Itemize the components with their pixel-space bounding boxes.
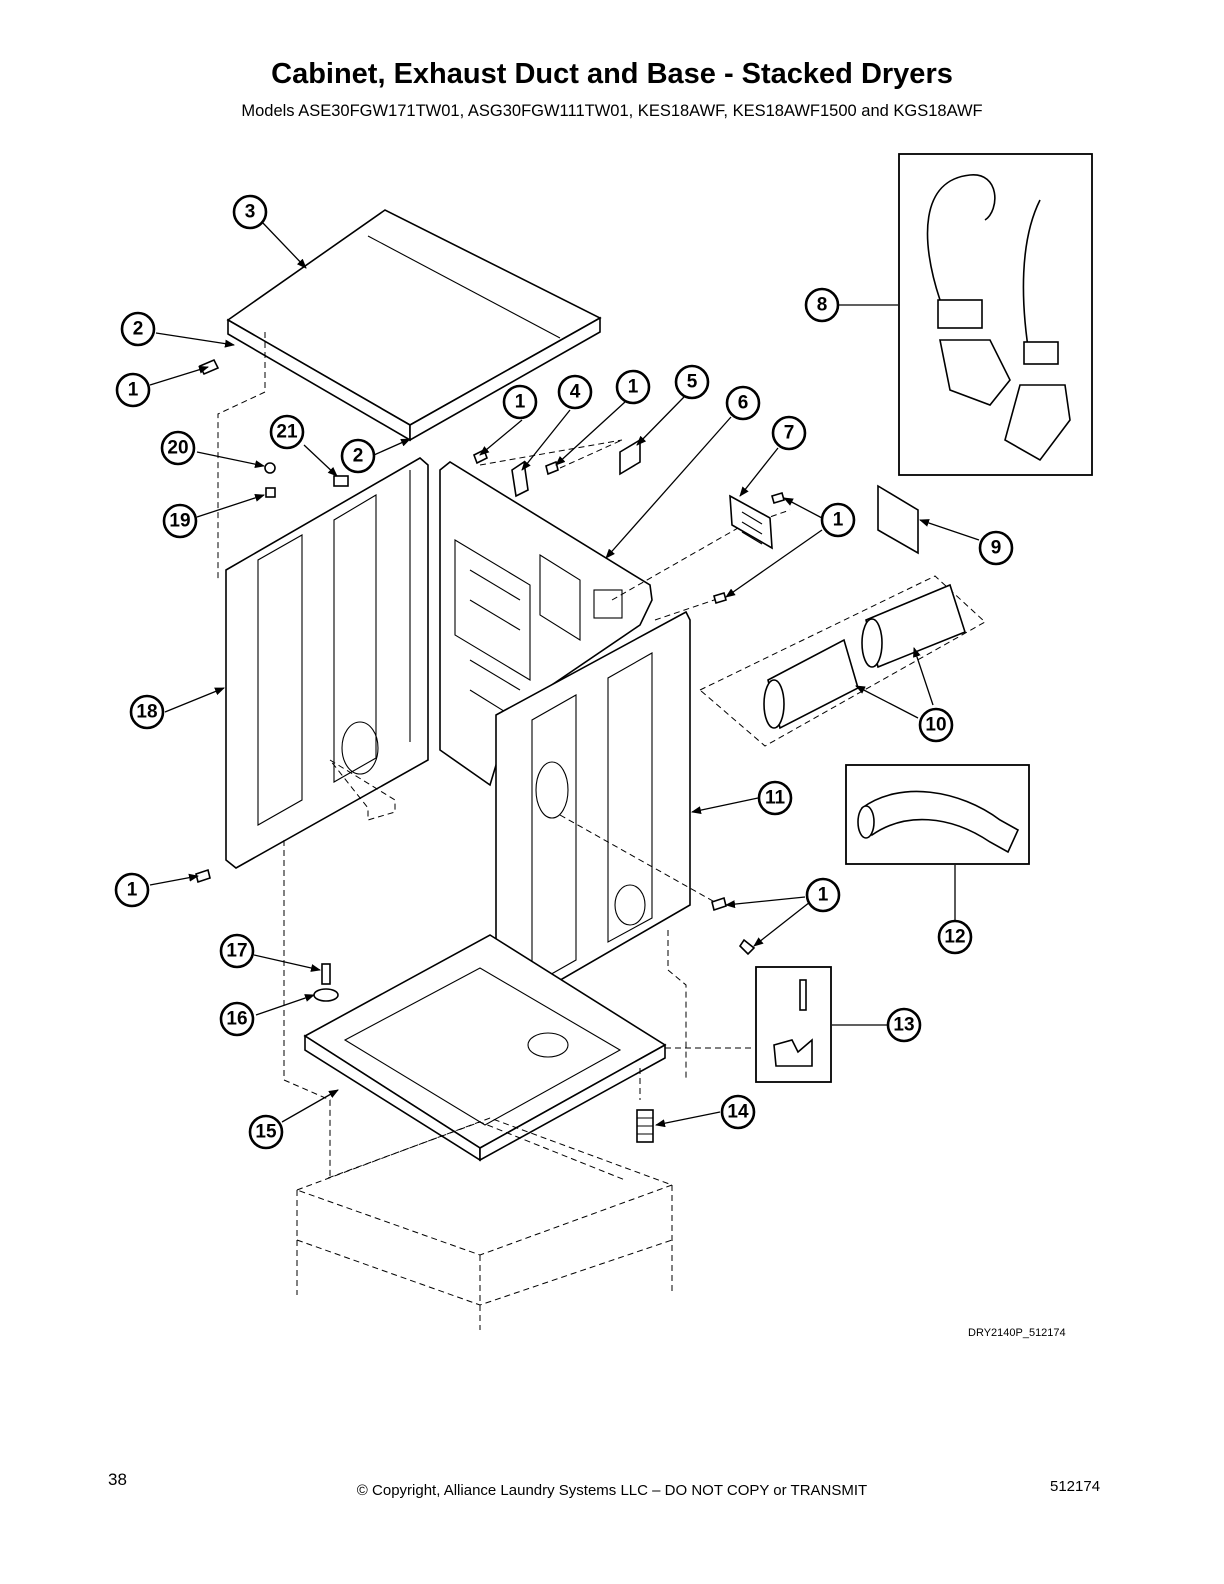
leveling-leg-part (636, 1109, 654, 1143)
callout-1-rear-b: 1 (615, 369, 651, 405)
svg-text:18: 18 (136, 702, 157, 723)
svg-text:5: 5 (687, 372, 698, 393)
flex-duct-box (845, 764, 1030, 865)
svg-text:2: 2 (353, 446, 364, 467)
lower-unit-outline (295, 1117, 674, 1330)
svg-text:10: 10 (925, 715, 946, 736)
svg-text:1: 1 (128, 380, 139, 401)
callout-14: 14 (720, 1094, 756, 1130)
rear-panel-part (439, 461, 653, 787)
callout-16: 16 (219, 1001, 255, 1037)
svg-text:4: 4 (570, 382, 581, 403)
document-number: 512174 (1050, 1478, 1101, 1495)
label-plate-5 (619, 438, 641, 476)
leader-lines (149, 221, 980, 1128)
assembly-guide-lines (217, 332, 986, 1180)
callout-2-top-left: 2 (120, 311, 156, 347)
svg-text:20: 20 (167, 438, 188, 459)
callout-1-bottom-left: 1 (114, 872, 150, 908)
page-title: Cabinet, Exhaust Duct and Base - Stacked… (271, 58, 953, 90)
mounting-bracket-box (755, 966, 832, 1083)
callout-7: 7 (771, 415, 807, 451)
diagram-reference: DRY2140P_512174 (968, 1327, 1066, 1339)
callout-1-top-left: 1 (115, 372, 151, 408)
exhaust-duct-part (763, 583, 966, 730)
svg-text:7: 7 (784, 423, 795, 444)
svg-text:16: 16 (226, 1009, 247, 1030)
callout-19: 19 (162, 503, 198, 539)
svg-text:3: 3 (245, 202, 256, 223)
callout-9: 9 (978, 530, 1014, 566)
svg-text:6: 6 (738, 393, 749, 414)
callout-17: 17 (219, 933, 255, 969)
callout-1-bottom-right: 1 (805, 877, 841, 913)
copyright-notice: © Copyright, Alliance Laundry Systems LL… (356, 1482, 868, 1499)
svg-text:1: 1 (515, 392, 526, 413)
svg-text:13: 13 (893, 1015, 914, 1036)
svg-text:1: 1 (628, 377, 639, 398)
svg-text:15: 15 (255, 1122, 277, 1143)
svg-text:14: 14 (727, 1102, 749, 1123)
callout-10: 10 (918, 707, 954, 743)
callout-15: 15 (248, 1114, 284, 1150)
callout-2-mid: 2 (340, 438, 376, 474)
callout-8: 8 (804, 287, 840, 323)
svg-text:1: 1 (818, 885, 829, 906)
callout-4: 4 (557, 374, 593, 410)
callout-6: 6 (725, 385, 761, 421)
svg-text:8: 8 (817, 295, 828, 316)
models-subtitle: Models ASE30FGW171TW01, ASG30FGW111TW01,… (241, 102, 983, 120)
svg-text:11: 11 (765, 788, 786, 809)
callout-11: 11 (757, 780, 793, 816)
svg-text:19: 19 (169, 511, 190, 532)
svg-text:2: 2 (133, 319, 144, 340)
svg-text:17: 17 (226, 941, 247, 962)
label-plate-9 (877, 484, 919, 555)
vent-cover-part (729, 494, 773, 550)
base-part (303, 934, 667, 1162)
callout-20: 20 (160, 430, 196, 466)
callout-5: 5 (674, 364, 710, 400)
svg-text:21: 21 (276, 422, 298, 443)
callout-21: 21 (269, 414, 305, 450)
callout-1-vent: 1 (820, 502, 856, 538)
svg-text:1: 1 (833, 510, 844, 531)
page-number: 38 (108, 1470, 127, 1489)
left-side-panel-part (225, 457, 429, 869)
duct-elbow-kit-box (898, 153, 1093, 476)
callout-12: 12 (937, 919, 973, 955)
top-panel-part (226, 209, 602, 442)
callout-13: 13 (886, 1007, 922, 1043)
svg-text:12: 12 (944, 927, 965, 948)
svg-text:1: 1 (127, 880, 138, 901)
svg-text:9: 9 (991, 538, 1002, 559)
callout-1-rear-a: 1 (502, 384, 538, 420)
callout-18: 18 (129, 694, 165, 730)
callout-3: 3 (232, 194, 268, 230)
